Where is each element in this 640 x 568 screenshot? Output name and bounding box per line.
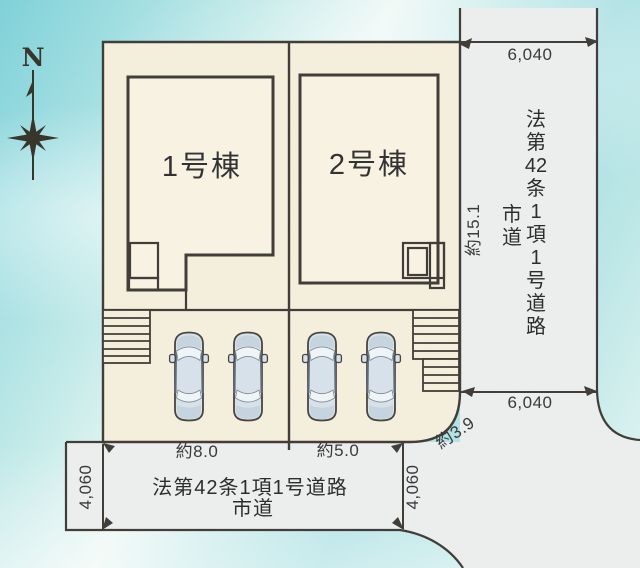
dim-bottom-road-width-left: 4,060 (76, 464, 95, 510)
bottom-road-name: 法第42条1項1号道路 (152, 477, 348, 499)
dim-bottom-road-width-right: 4,060 (403, 464, 422, 510)
bottom-road-type: 市道 (232, 498, 274, 520)
dim-right-road-width-bottom: 6,040 (507, 393, 553, 412)
dim-frontage-lot2: 約5.0 (316, 441, 360, 460)
building-2-label: 2号棟 (328, 149, 410, 181)
right-road-type: 市道 (502, 204, 522, 249)
dim-frontage-lot1: 約8.0 (175, 442, 219, 461)
dim-right-boundary-length: 約15.1 (464, 203, 483, 257)
building-1-label: 1号棟 (161, 151, 243, 183)
dim-top-road-width: 6,040 (507, 45, 553, 64)
